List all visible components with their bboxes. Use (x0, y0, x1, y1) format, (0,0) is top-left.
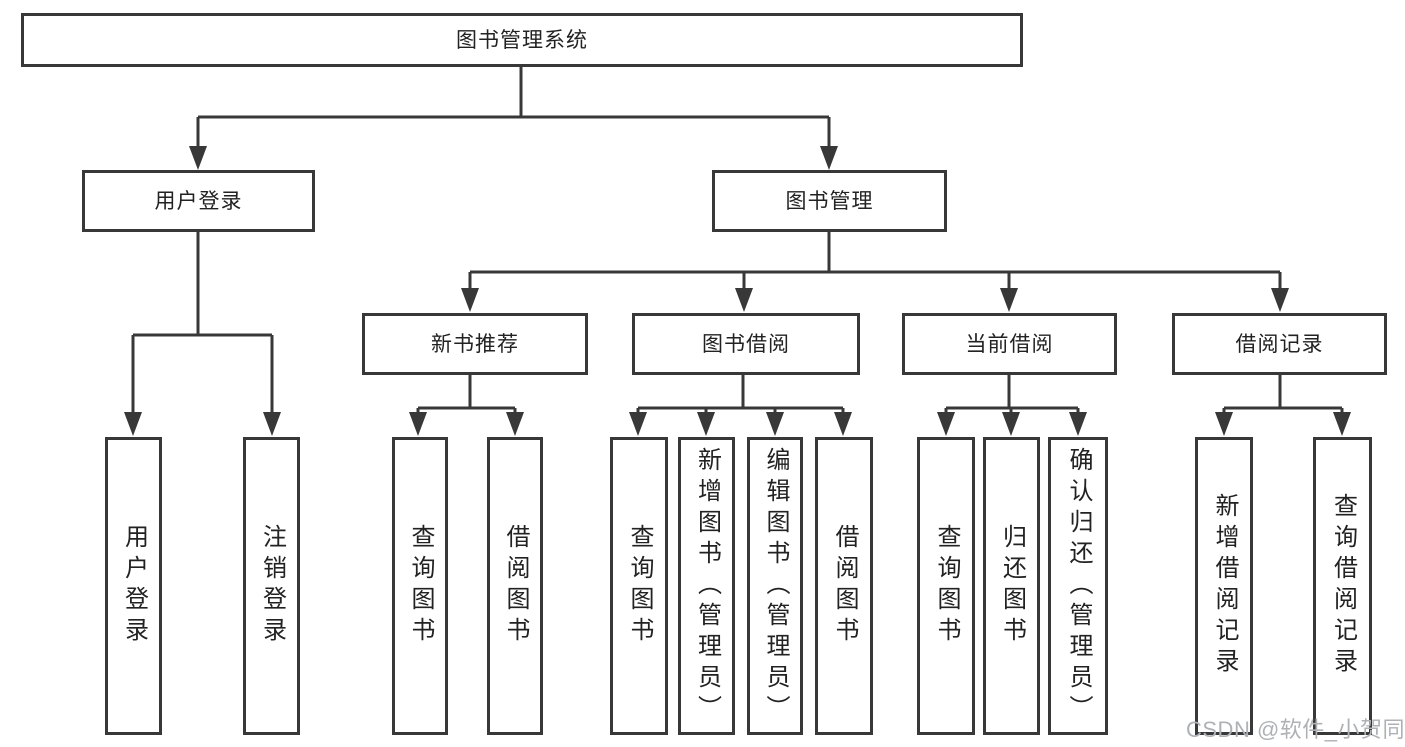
node-root-system: 图书管理系统 (21, 13, 1023, 67)
node-label: 用户登录 (120, 524, 148, 648)
leaf-edit-books-admin: 编辑图书（管理员） (747, 437, 803, 735)
node-label: 查询图书 (626, 524, 653, 648)
csdn-watermark: CSDN @软件_小贺同学 (1186, 717, 1405, 742)
node-current-borrow: 当前借阅 (902, 313, 1117, 375)
leaf-confirm-return-admin: 确认归还（管理员） (1048, 437, 1108, 735)
node-label: 用户登录 (154, 189, 243, 213)
leaf-add-borrow-record: 新增借阅记录 (1195, 437, 1253, 735)
node-label: 借阅记录 (1235, 332, 1324, 356)
node-label: 图书借阅 (702, 332, 790, 356)
node-label: 当前借阅 (965, 332, 1054, 356)
leaf-user-login: 用户登录 (105, 437, 162, 735)
node-label: 查询借阅记录 (1329, 493, 1357, 679)
node-book-borrow: 图书借阅 (632, 313, 860, 375)
node-label: 查询图书 (933, 524, 960, 648)
node-user-login: 用户登录 (82, 170, 315, 232)
node-label: 编辑图书（管理员） (762, 446, 789, 726)
node-label: 归还图书 (998, 524, 1026, 648)
node-new-book-recommend: 新书推荐 (362, 313, 588, 375)
leaf-add-books-admin: 新增图书（管理员） (678, 437, 735, 735)
leaf-borrow-books-recommend: 借阅图书 (487, 437, 543, 735)
node-borrow-records: 借阅记录 (1172, 313, 1387, 375)
node-label: 确认归还（管理员） (1065, 446, 1092, 726)
node-label: 新书推荐 (431, 332, 519, 356)
node-label: 图书管理 (785, 189, 874, 213)
leaf-return-books: 归还图书 (983, 437, 1040, 735)
node-label: 借阅图书 (831, 524, 858, 648)
node-label: 新增图书（管理员） (693, 446, 721, 726)
node-label: 查询图书 (407, 524, 434, 648)
node-label: 新增借阅记录 (1211, 493, 1238, 679)
leaf-query-borrow-record: 查询借阅记录 (1313, 437, 1372, 735)
leaf-borrow-books: 借阅图书 (815, 437, 873, 735)
node-label: 借阅图书 (502, 524, 529, 648)
leaf-query-books-recommend: 查询图书 (392, 437, 448, 735)
leaf-logout: 注销登录 (243, 437, 300, 735)
node-book-management: 图书管理 (712, 170, 947, 232)
leaf-query-books-borrow: 查询图书 (610, 437, 668, 735)
node-label: 图书管理系统 (456, 28, 588, 52)
leaf-query-books-current: 查询图书 (917, 437, 975, 735)
node-label: 注销登录 (258, 524, 286, 648)
